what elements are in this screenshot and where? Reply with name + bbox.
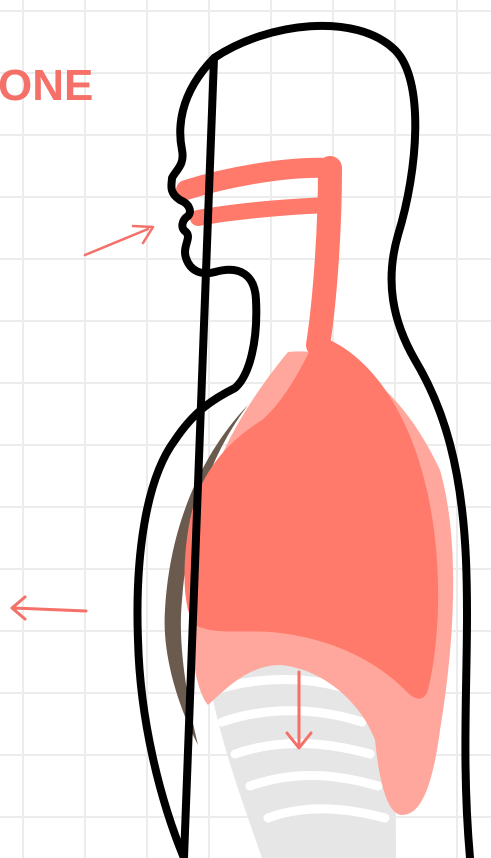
trachea <box>318 168 330 345</box>
chest-arrow-icon <box>12 597 86 619</box>
inhale-arrow-icon <box>85 226 153 255</box>
oral-passage <box>198 205 330 218</box>
